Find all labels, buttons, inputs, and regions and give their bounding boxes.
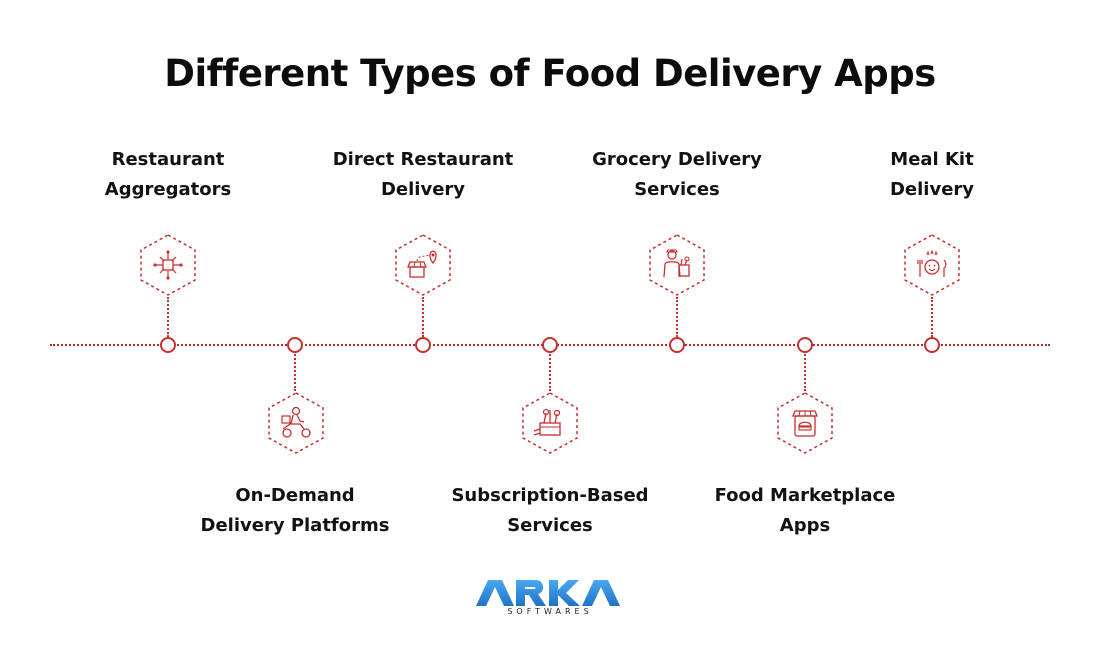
page-title: Different Types of Food Delivery Apps xyxy=(164,52,936,95)
marketplace-jar-icon xyxy=(775,391,835,455)
timeline-node xyxy=(415,337,431,353)
meal-kit-icon xyxy=(902,233,962,297)
connector xyxy=(804,351,806,391)
timeline-node xyxy=(669,337,685,353)
timeline-node xyxy=(287,337,303,353)
connector xyxy=(167,297,169,337)
store-location-icon xyxy=(393,233,453,297)
connector xyxy=(294,351,296,391)
timeline-node xyxy=(542,337,558,353)
connector xyxy=(549,351,551,391)
delivery-scooter-icon xyxy=(266,391,326,455)
logo-tagline: SOFTWARES xyxy=(507,607,593,616)
arka-logo xyxy=(474,578,626,620)
food-box-icon xyxy=(520,391,580,455)
grocery-courier-icon xyxy=(647,233,707,297)
connector xyxy=(422,297,424,337)
connector xyxy=(676,297,678,337)
connector xyxy=(931,297,933,337)
timeline-node xyxy=(924,337,940,353)
timeline-node xyxy=(797,337,813,353)
network-hub-icon xyxy=(138,233,198,297)
timeline-node xyxy=(160,337,176,353)
